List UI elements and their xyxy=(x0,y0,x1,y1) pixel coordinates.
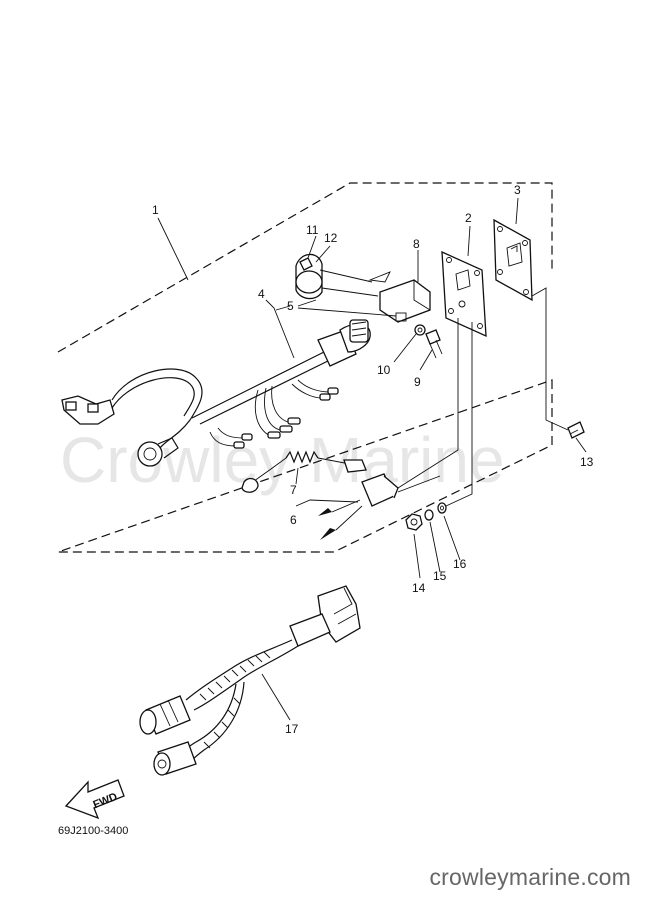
leader-plate2-right xyxy=(445,322,473,507)
harness-round-plug xyxy=(137,437,179,467)
watermark-text: Crowley Marine xyxy=(60,424,505,496)
footer-site-name: crowleymarine.com xyxy=(429,864,631,890)
leader-plate2-down xyxy=(397,318,459,489)
callout-8: 8 xyxy=(413,237,420,251)
plate-3 xyxy=(493,218,533,302)
callout-14: 14 xyxy=(412,581,426,595)
callout-leaders xyxy=(157,197,587,721)
callout-7: 7 xyxy=(290,483,297,497)
callout-1: 1 xyxy=(152,203,159,217)
fwd-arrow-icon: FWD xyxy=(64,779,125,820)
callout-13: 13 xyxy=(580,455,594,469)
washer-16 xyxy=(437,502,447,514)
spring-7 xyxy=(241,450,367,493)
diagram-part-code: 69J2100-3400 xyxy=(58,825,128,837)
harness-4 xyxy=(111,319,371,449)
callout-11: 11 xyxy=(306,223,319,237)
leader-plate3 xyxy=(531,287,569,431)
callout-15: 15 xyxy=(433,569,447,583)
callout-17: 17 xyxy=(285,722,299,736)
nut-14 xyxy=(405,513,423,531)
callout-5: 5 xyxy=(287,299,294,313)
callout-4: 4 xyxy=(258,287,265,301)
callout-10: 10 xyxy=(377,363,391,377)
bolt-9 xyxy=(425,329,443,359)
callout-2: 2 xyxy=(465,211,472,225)
bracket-8 xyxy=(379,279,431,323)
callout-16: 16 xyxy=(453,557,467,571)
harness-branch-wires xyxy=(209,379,339,449)
bolt-13 xyxy=(567,421,585,439)
harness-connector-left xyxy=(61,395,115,425)
washer-15 xyxy=(424,509,434,521)
switch-6 xyxy=(318,473,441,540)
clamp-12 xyxy=(295,253,391,300)
callout-3: 3 xyxy=(514,183,521,197)
plate-2 xyxy=(441,250,487,338)
callout-9: 9 xyxy=(414,375,421,389)
assembly-outline-dashed xyxy=(57,182,553,553)
callout-6: 6 xyxy=(290,513,297,527)
washer-10 xyxy=(414,324,426,336)
callout-12: 12 xyxy=(324,231,338,245)
harness-17 xyxy=(139,585,361,776)
